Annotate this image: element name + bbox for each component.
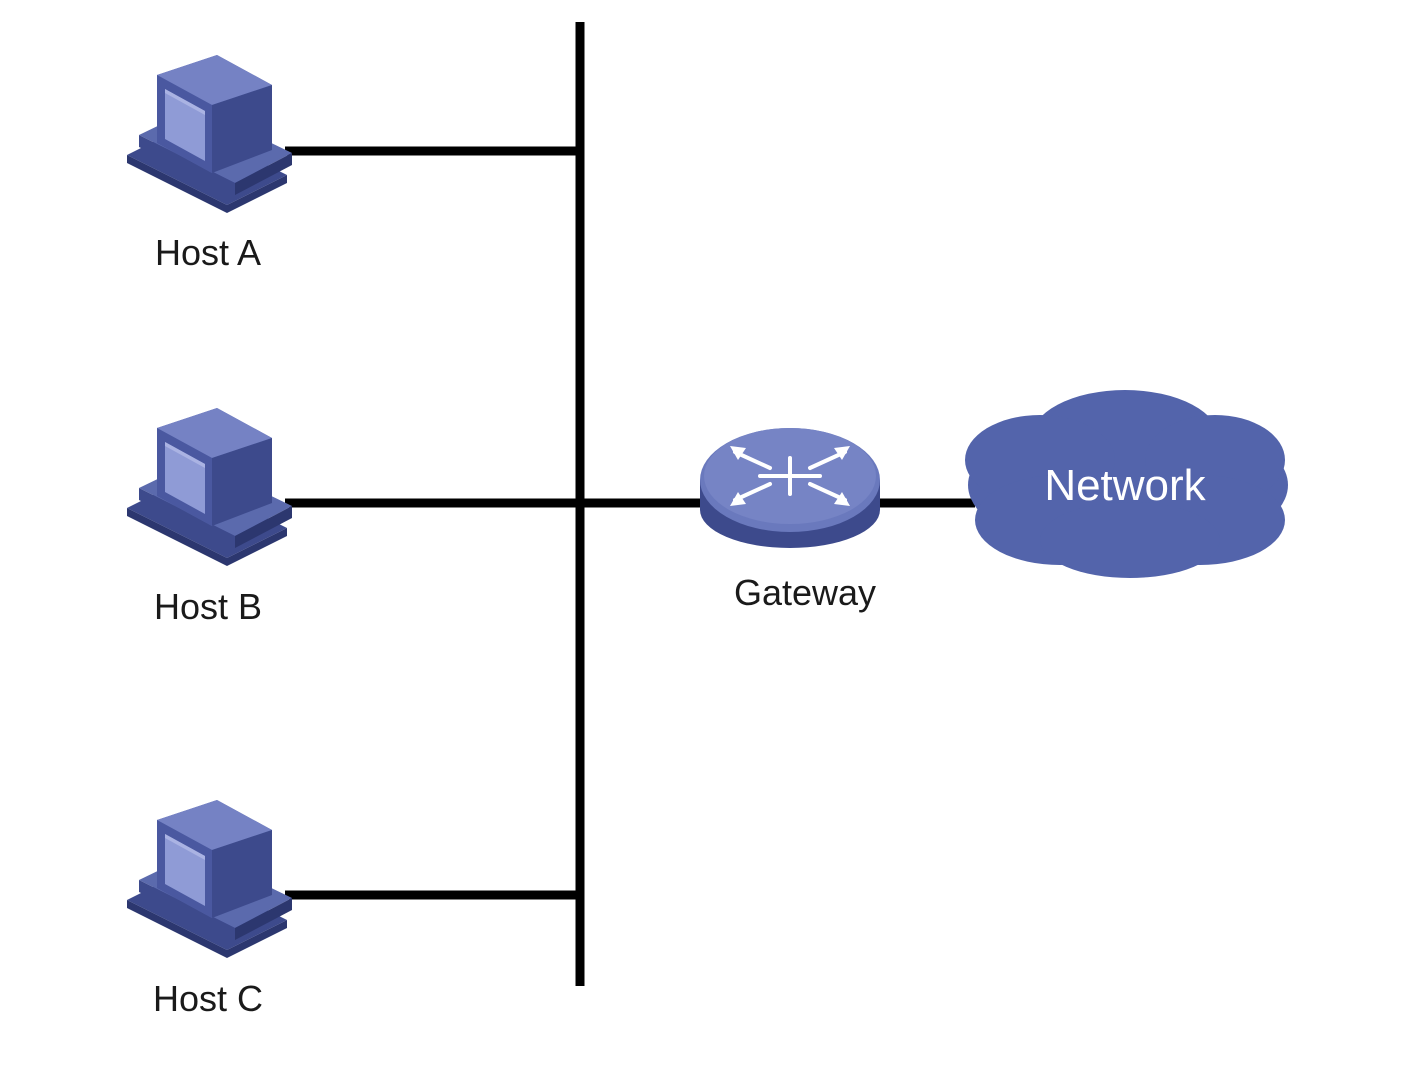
gateway-label: Gateway bbox=[734, 572, 876, 613]
host-c-label: Host C bbox=[153, 978, 263, 1019]
host-b-label: Host B bbox=[154, 586, 262, 627]
host-a-label: Host A bbox=[155, 232, 261, 273]
computer-icon bbox=[127, 800, 292, 958]
computer-icon bbox=[127, 408, 292, 566]
network-label: Network bbox=[1044, 461, 1206, 510]
network[interactable]: Network bbox=[965, 390, 1288, 578]
router-icon bbox=[700, 428, 880, 548]
host-b[interactable]: Host B bbox=[127, 408, 292, 627]
host-a[interactable]: Host A bbox=[127, 55, 292, 273]
gateway[interactable]: Gateway bbox=[700, 428, 880, 613]
cloud-icon bbox=[965, 390, 1288, 578]
computer-icon bbox=[127, 55, 292, 213]
host-c[interactable]: Host C bbox=[127, 800, 292, 1019]
